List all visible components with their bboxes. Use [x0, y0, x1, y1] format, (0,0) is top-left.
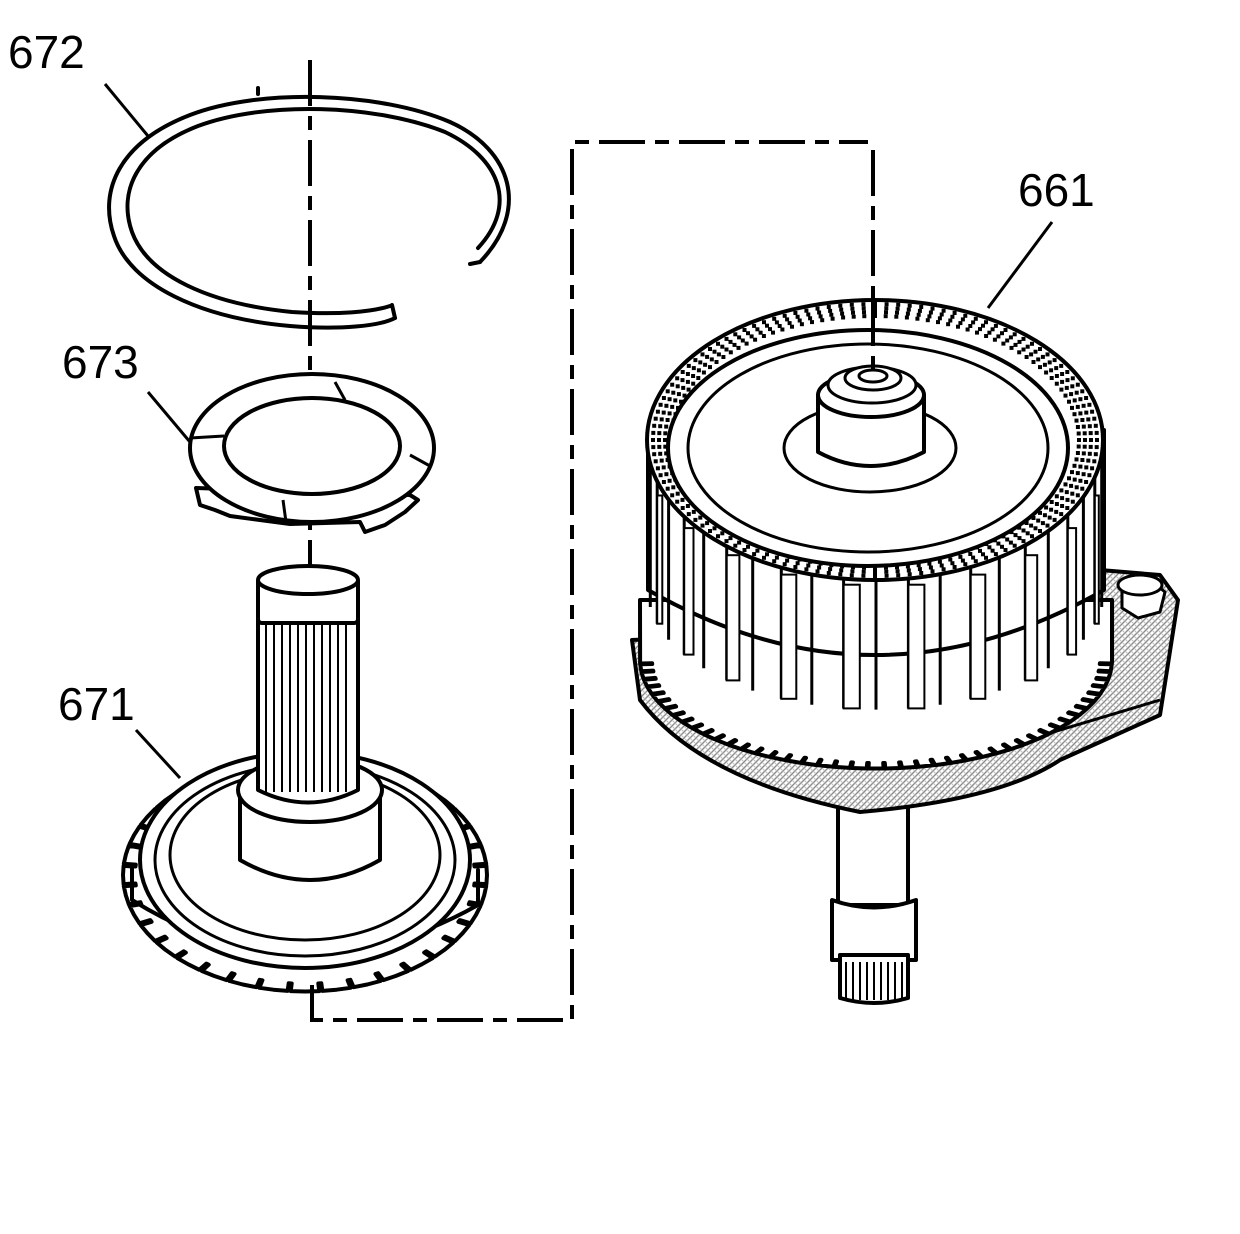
gear-shaft-671 — [121, 564, 489, 994]
callout-673: 673 — [62, 336, 139, 388]
snap-ring-672 — [107, 86, 511, 330]
callout-672: 672 — [8, 26, 85, 78]
thrust-washer-673 — [188, 372, 436, 534]
leader-671 — [134, 728, 182, 780]
leader-672 — [103, 83, 150, 137]
leader-673 — [146, 391, 192, 443]
callout-661: 661 — [1018, 164, 1095, 216]
shaft-splines — [265, 620, 347, 792]
leader-661 — [986, 221, 1054, 309]
output-shaft-splines — [845, 962, 903, 1000]
assembly-bracket-line — [310, 140, 868, 1022]
callout-671: 671 — [58, 678, 135, 730]
clutch-housing-661 — [630, 298, 1180, 1005]
drum-slots — [648, 457, 1104, 710]
